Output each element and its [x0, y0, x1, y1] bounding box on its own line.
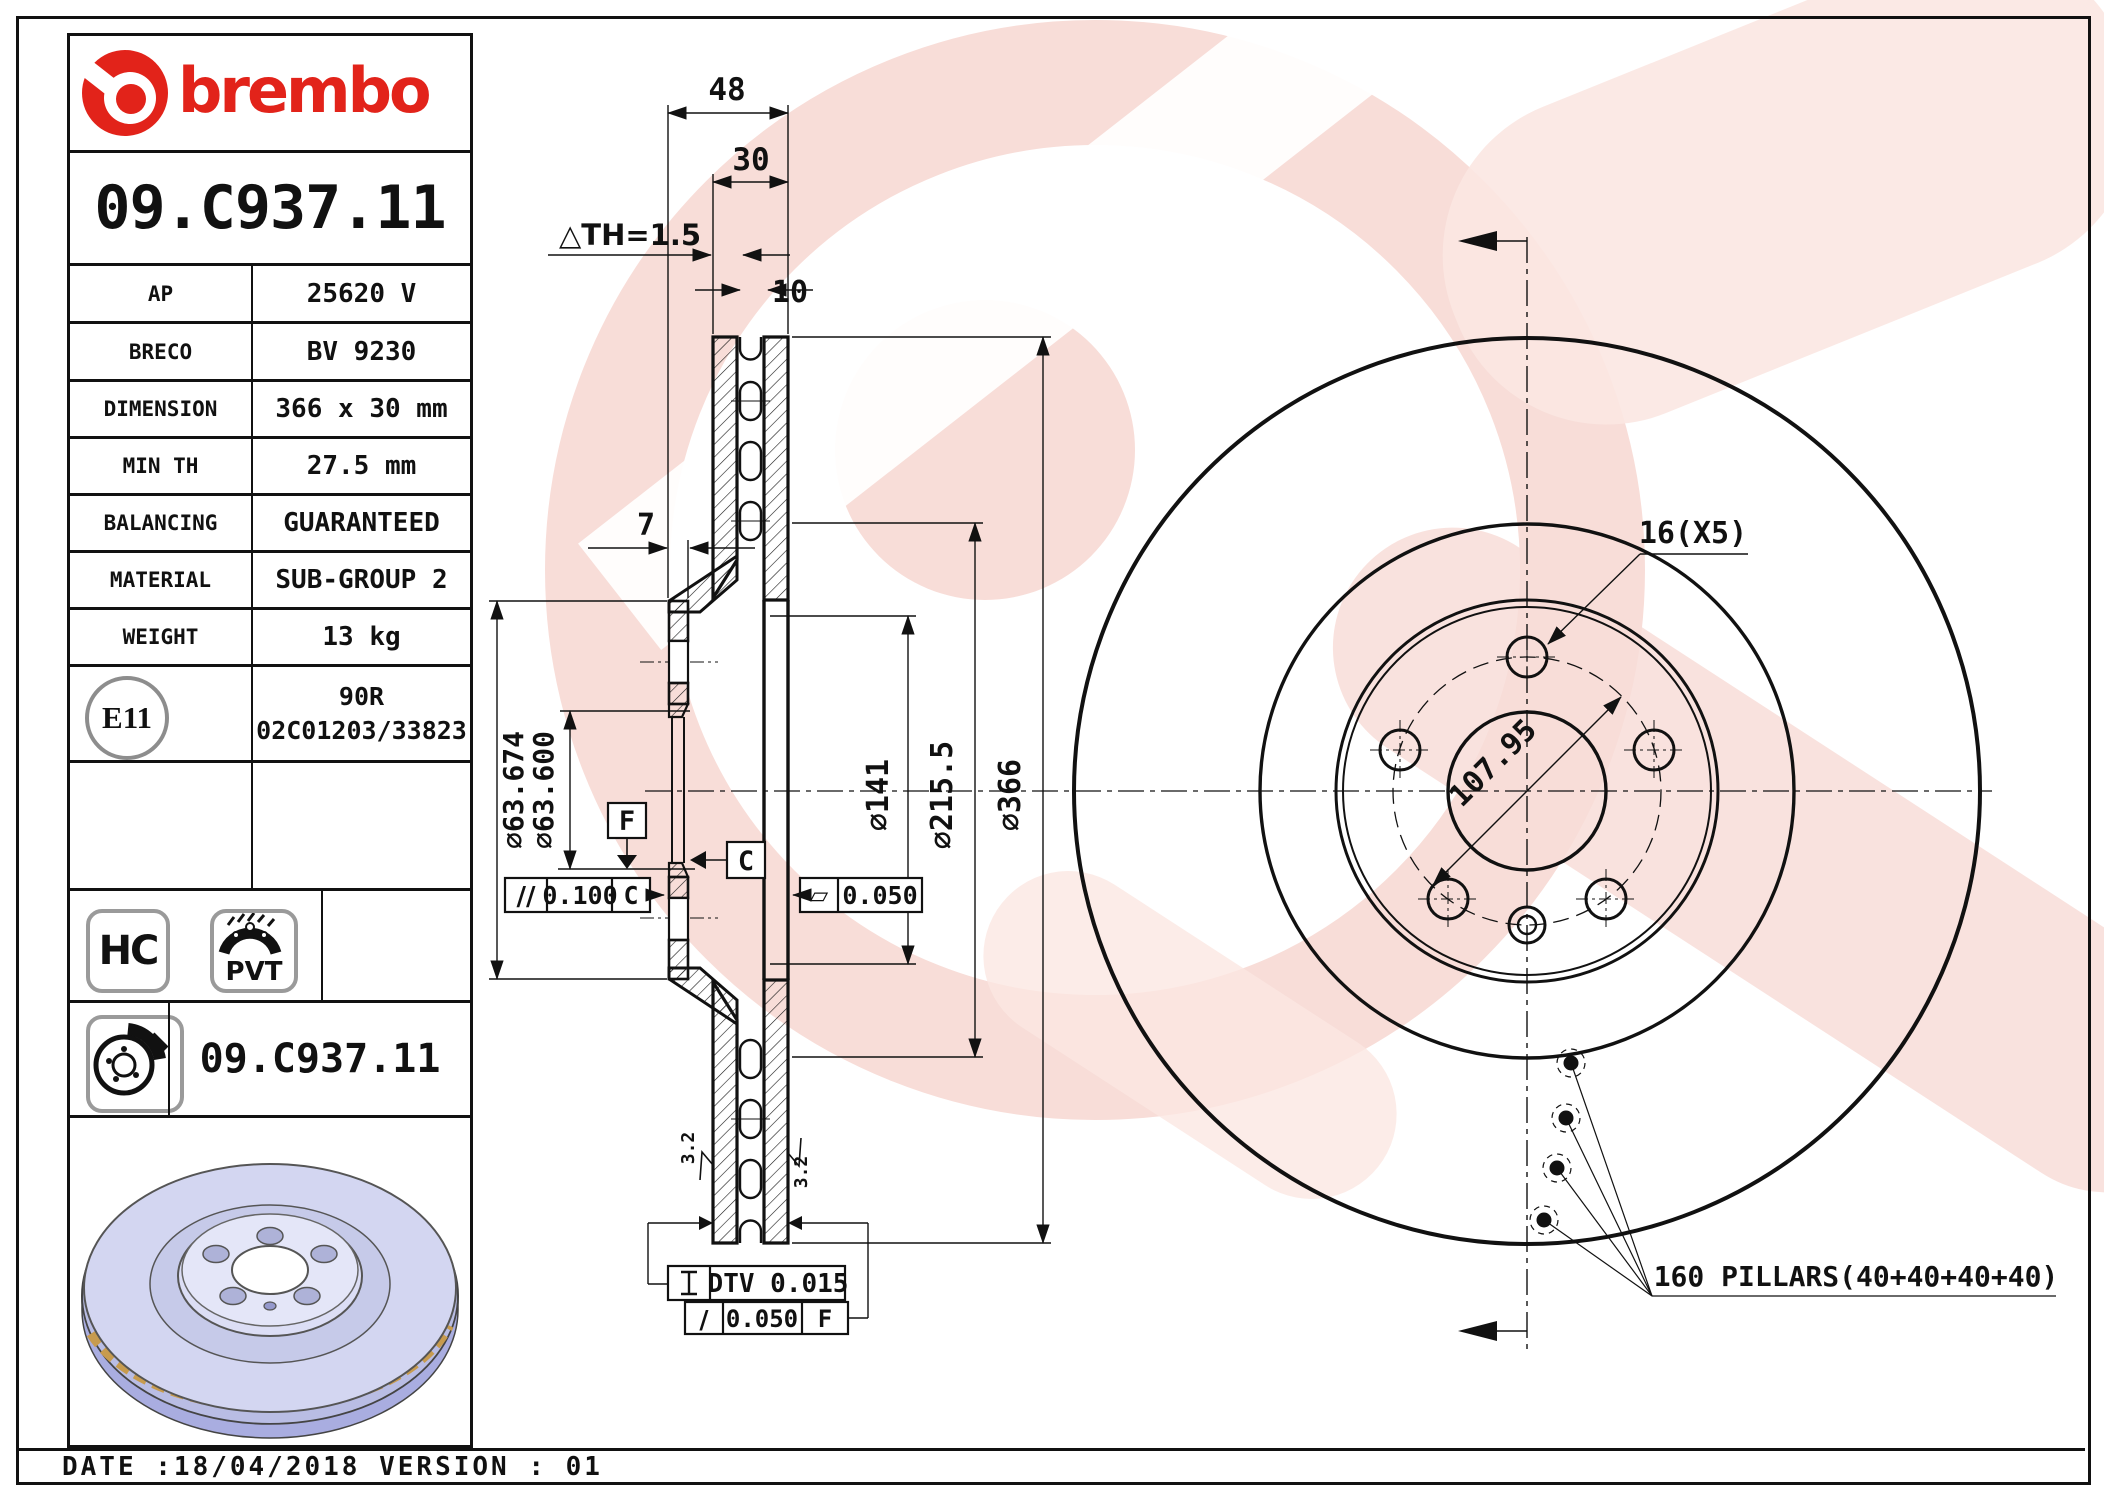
- spec-label: DIMENSION: [103, 397, 218, 421]
- homologation-number: 90R 02C01203/33823: [251, 667, 470, 760]
- datum-c: C: [690, 840, 767, 880]
- flatness-frame: ▱ 0.050: [792, 876, 924, 914]
- dia-63674: ⌀63.674: [497, 731, 530, 849]
- dim-48: 48: [708, 72, 745, 108]
- dim-th: △TH=1.5: [559, 218, 701, 252]
- spec-label: MIN TH: [122, 454, 199, 478]
- date-version: DATE :18/04/2018 VERSION : 01: [62, 1451, 603, 1482]
- pvt-disc-icon: [218, 912, 282, 955]
- spec-row: MIN TH 27.5 mm: [70, 436, 470, 493]
- svg-text:3.2: 3.2: [791, 1156, 812, 1189]
- svg-text:C: C: [738, 846, 754, 877]
- dim-30: 30: [732, 142, 769, 178]
- svg-text:0.050: 0.050: [842, 881, 917, 910]
- surface-finish-right: 3.2: [787, 1137, 812, 1189]
- disc-3d-render: [81, 1163, 459, 1439]
- section-view: 48 30 △TH=1.5 10 7 ⌀153 ⌀63.674 ⌀63.600 …: [440, 72, 1992, 1336]
- hc-badge: HC: [86, 909, 170, 993]
- secondary-part-number: 09.C937.11: [168, 1003, 470, 1115]
- spec-row: DIMENSION 366 x 30 mm: [70, 379, 470, 436]
- spec-row: BALANCING GUARANTEED: [70, 493, 470, 550]
- homologation-approval: 90R: [338, 681, 385, 711]
- secondary-pn-row: 09.C937.11: [70, 1000, 470, 1115]
- disc-caliper-icon: [86, 1015, 184, 1113]
- dim-7: 7: [637, 508, 655, 543]
- sheet-border: [16, 16, 2091, 1485]
- brembo-wordmark: brembo: [178, 54, 432, 127]
- empty-row: [70, 760, 470, 888]
- spec-row: BRECO BV 9230: [70, 321, 470, 379]
- spec-label: AP: [147, 281, 174, 306]
- svg-text:DTV 0.015: DTV 0.015: [708, 1269, 849, 1299]
- svg-text:F: F: [619, 806, 635, 837]
- dia-141: ⌀141: [861, 759, 896, 831]
- spec-value: GUARANTEED: [251, 496, 470, 550]
- badges-row: HC PVT: [70, 888, 470, 1000]
- surface-finish-left: 3.2: [678, 1132, 714, 1181]
- spec-row: MATERIAL SUB-GROUP 2: [70, 550, 470, 607]
- brembo-logo-icon: [75, 50, 168, 136]
- svg-text://: //: [517, 882, 536, 912]
- spec-row: WEIGHT 13 kg: [70, 607, 470, 664]
- front-view: 16(X5) 107.95: [1072, 231, 2059, 1352]
- homologation-row: E11 90R 02C01203/33823: [70, 664, 470, 760]
- spec-value: 13 kg: [251, 610, 470, 664]
- dia-2155: ⌀215.5: [925, 741, 960, 849]
- disc-render-row: [70, 1115, 470, 1451]
- dia-63600: ⌀63.600: [527, 731, 560, 849]
- svg-text:0.050: 0.050: [726, 1305, 798, 1333]
- pillars-callout: 160 PILLARS(40+40+40+40): [1529, 1048, 2059, 1297]
- part-number: 09.C937.11: [94, 173, 446, 243]
- dtv-frame: DTV 0.015 / 0.050 F: [647, 1216, 869, 1336]
- footer-bar: DATE :18/04/2018 VERSION : 01: [16, 1448, 2085, 1482]
- bolt-hole-callout: 16(X5): [1547, 516, 1748, 645]
- homologation-code: 02C01203/33823: [256, 715, 467, 745]
- spec-label: MATERIAL: [109, 568, 212, 592]
- spec-label: BALANCING: [103, 511, 218, 535]
- svg-text:16(X5): 16(X5): [1639, 516, 1747, 551]
- spec-value: BV 9230: [251, 324, 470, 379]
- datum-f: F: [606, 801, 648, 869]
- dia-366: ⌀366: [993, 759, 1028, 831]
- svg-text:/: /: [699, 1305, 709, 1334]
- part-number-row: 09.C937.11: [70, 150, 470, 263]
- svg-text:107.95: 107.95: [1443, 713, 1544, 814]
- spec-value: 366 x 30 mm: [251, 382, 470, 436]
- dim-10: 10: [772, 275, 808, 310]
- pvt-label: PVT: [225, 957, 283, 987]
- svg-text:160 PILLARS(40+40+40+40): 160 PILLARS(40+40+40+40): [1654, 1260, 2059, 1293]
- svg-text:C: C: [623, 881, 638, 910]
- spec-row: AP 25620 V: [70, 263, 470, 321]
- parallelism-frame: // 0.100 C: [503, 876, 665, 914]
- spec-label: BRECO: [128, 339, 193, 364]
- pvt-badge: PVT: [210, 909, 298, 993]
- svg-text:F: F: [818, 1305, 832, 1333]
- logo-row: brembo: [70, 36, 470, 150]
- spec-panel: brembo 09.C937.11 AP 25620 V BRECO BV 92…: [67, 33, 473, 1448]
- e11-badge-icon: E11: [85, 676, 169, 760]
- spec-label: WEIGHT: [122, 625, 199, 649]
- svg-text:3.2: 3.2: [678, 1132, 699, 1165]
- svg-text:▱: ▱: [810, 881, 829, 909]
- spec-value: SUB-GROUP 2: [251, 553, 470, 607]
- spec-value: 25620 V: [251, 266, 470, 321]
- spec-value: 27.5 mm: [251, 439, 470, 493]
- svg-text:0.100: 0.100: [542, 881, 617, 910]
